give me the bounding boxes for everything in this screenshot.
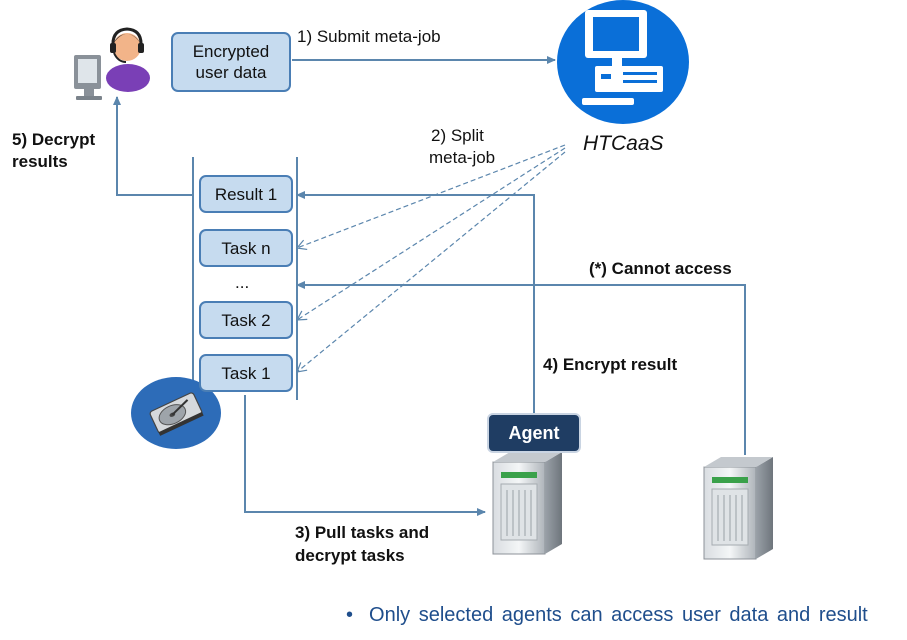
step-decrypt-label-line1: 5) Decrypt [12, 130, 96, 149]
agent-label: Agent [508, 422, 560, 443]
user-computer-icon [74, 27, 150, 100]
step-decrypt-label-line2: results [12, 152, 68, 171]
other-server-icon [703, 457, 773, 560]
note-text: Only selected agents can access user dat… [369, 604, 868, 626]
step-split-label-line1: 2) Split [431, 126, 484, 145]
queue-task-2: Task 2 [199, 301, 293, 339]
agent-box: Agent [487, 413, 581, 453]
step-pull-label-line2: decrypt tasks [295, 546, 405, 565]
queue-result-1: Result 1 [199, 175, 293, 213]
encrypted-user-data-box: Encrypted user data [171, 32, 291, 92]
access-note: • Only selected agents can access user da… [346, 604, 868, 627]
queue-task-n: Task n [199, 229, 293, 267]
pull-arrow [244, 395, 486, 516]
note-bullet: • [346, 604, 354, 626]
decrypt-arrow [113, 96, 193, 196]
queue-result-1-label: Result 1 [214, 184, 278, 204]
encrypt-arrow [296, 191, 535, 413]
cannot-access-arrow [296, 281, 746, 455]
step-pull-label-line1: 3) Pull tasks and [295, 523, 430, 542]
hard-disk-icon [131, 377, 221, 449]
htcaas-computer-icon [557, 0, 689, 124]
step-cannot-access-label: (*) Cannot access [589, 259, 732, 278]
queue-task-n-label: Task n [221, 238, 271, 258]
step-submit-label: 1) Submit meta-job [297, 27, 441, 46]
step-encrypt-label: 4) Encrypt result [543, 355, 678, 374]
queue-task-1-label: Task 1 [221, 363, 271, 383]
queue-ellipsis: ... [235, 273, 250, 292]
queue-task-2-label: Task 2 [221, 310, 271, 330]
queue-task-1: Task 1 [199, 354, 293, 392]
encrypted-user-data-label: Encrypted user data [192, 42, 270, 82]
agent-server-icon [492, 452, 562, 555]
split-arrows [295, 144, 566, 373]
step-split-label-line2: meta-job [429, 148, 496, 167]
htcaas-label: HTCaaS [583, 132, 664, 155]
